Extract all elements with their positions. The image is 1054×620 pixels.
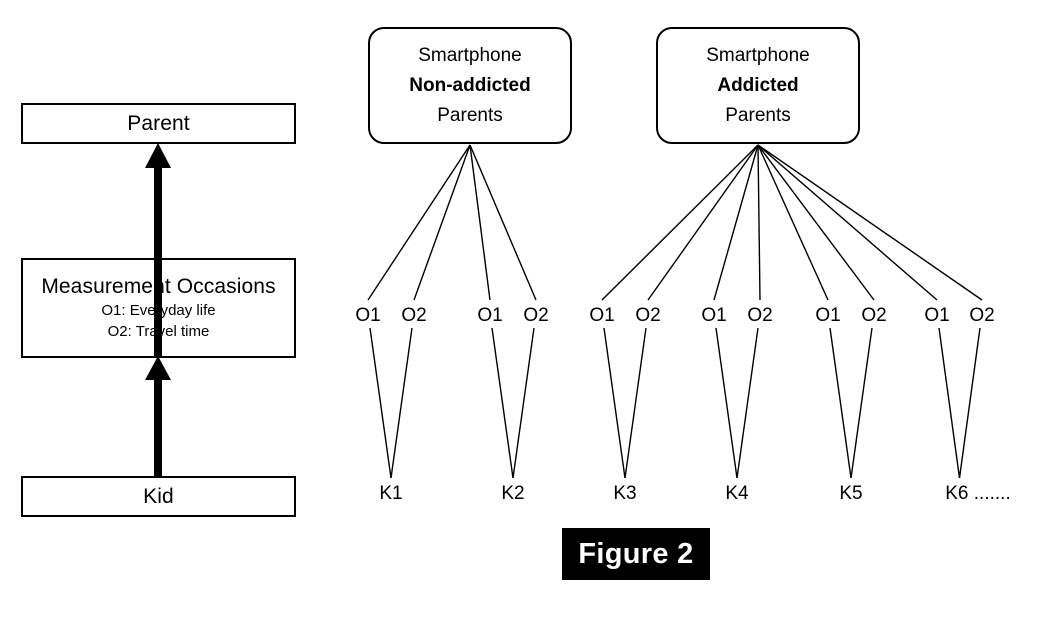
group-box-addicted-line3: Parents [725,104,791,126]
level-box-kid: Kid [21,476,296,517]
kid-label: K1 [379,483,403,504]
level-box-measurement-occasions-subline-1: O1: Everyday life [101,302,216,319]
level-box-measurement-occasions-title: Measurement Occasions [41,275,276,298]
group-box-non-addicted-line2: Non-addicted [409,74,531,96]
occasion-label: O2 [747,305,773,326]
occasion-label: O1 [477,305,503,326]
kid-label: K3 [613,483,637,504]
occasion-label: O1 [589,305,615,326]
kid-label: K5 [839,483,863,504]
occasion-label: O2 [861,305,887,326]
occasion-label: O1 [924,305,950,326]
occasion-label: O2 [635,305,661,326]
occasion-to-kid-lines [369,327,981,479]
figure-caption: Figure 2 [562,528,710,580]
group-box-non-addicted-line1: Smartphone [418,44,522,66]
fan-out-lines [367,144,983,301]
arrow-kid-to-measurement [145,356,171,476]
occasion-label: O2 [969,305,995,326]
group-box-non-addicted-parents: Smartphone Non-addicted Parents [368,27,572,144]
occasion-label: O1 [815,305,841,326]
kid-label: K6 ....... [945,483,1011,504]
level-box-parent-title: Parent [127,111,190,135]
occasion-label: O1 [355,305,381,326]
group-box-addicted-line2: Addicted [717,74,799,96]
group-box-addicted-parents: Smartphone Addicted Parents [656,27,860,144]
kid-label: K2 [501,483,525,504]
occasion-label: O2 [523,305,549,326]
occasion-label: O1 [701,305,727,326]
occasion-label: O2 [401,305,427,326]
level-box-measurement-occasions-subline-2: O2: Travel time [107,323,210,340]
kid-label: K4 [725,483,749,504]
level-box-kid-title: Kid [143,484,174,508]
group-box-addicted-line1: Smartphone [706,44,810,66]
level-box-measurement-occasions: Measurement Occasions O1: Everyday life … [21,258,296,358]
group-box-non-addicted-line3: Parents [437,104,503,126]
level-box-parent: Parent [21,103,296,144]
